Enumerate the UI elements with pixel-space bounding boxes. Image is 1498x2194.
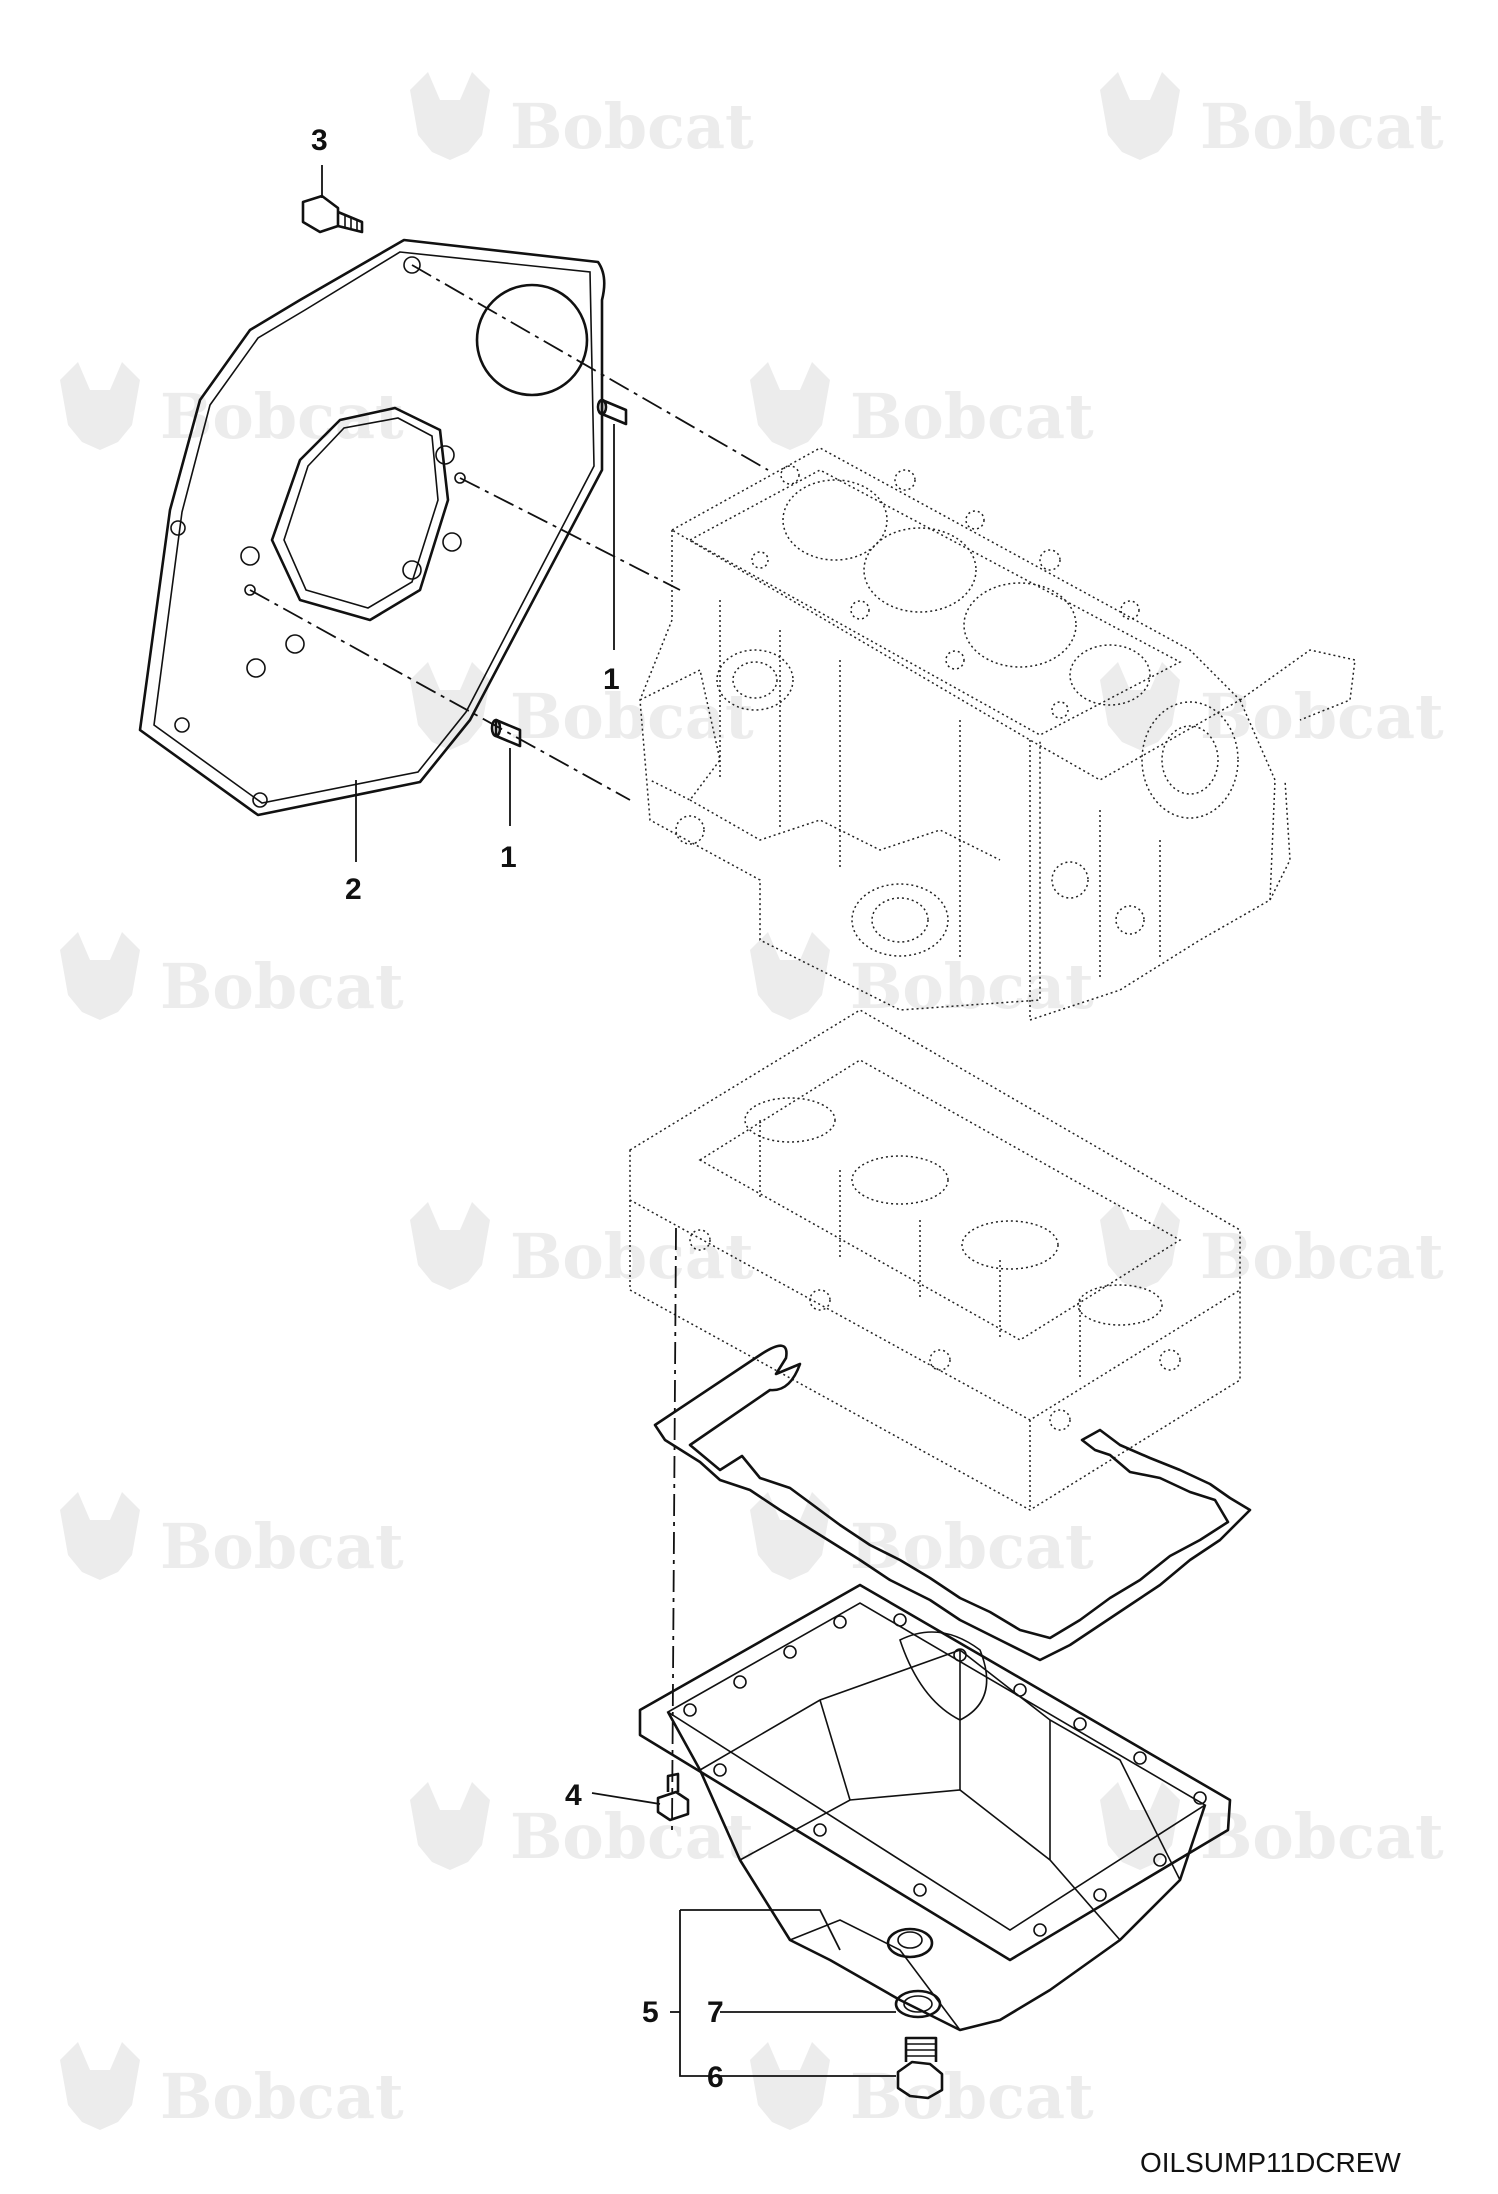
callout-4: 4 <box>565 1779 582 1812</box>
watermark-registered-mark: ® <box>1400 135 1411 151</box>
watermark-text: Bobcat <box>510 680 754 753</box>
bobcat-logo-icon <box>410 662 490 750</box>
bobcat-logo-icon <box>750 2042 830 2130</box>
watermark-text: Bobcat <box>1200 1800 1444 1873</box>
bobcat-logo-icon <box>1100 1202 1180 1290</box>
watermark-text: Bobcat <box>160 2060 404 2133</box>
watermark-registered-mark: ® <box>1400 725 1411 741</box>
watermark-text: Bobcat <box>510 1800 754 1873</box>
watermark-text: Bobcat <box>1200 90 1444 163</box>
watermark-text: Bobcat <box>850 1510 1094 1583</box>
bobcat-logo-icon <box>60 2042 140 2130</box>
watermark-text: Bobcat <box>510 1220 754 1293</box>
bobcat-logo-icon <box>1100 1782 1180 1870</box>
watermark-text: Bobcat <box>160 1510 404 1583</box>
bobcat-logo-icon <box>750 362 830 450</box>
watermark-text: Bobcat <box>850 950 1094 1023</box>
callout-7: 7 <box>707 1996 724 2029</box>
watermark-registered-mark: ® <box>710 135 721 151</box>
bobcat-watermark: Bobcat® <box>60 1492 404 1583</box>
alignment-centerlines <box>249 264 769 1831</box>
watermark-registered-mark: ® <box>710 1845 721 1861</box>
bobcat-watermark: Bobcat® <box>60 932 404 1023</box>
callout-6: 6 <box>707 2061 724 2094</box>
watermark-registered-mark: ® <box>360 1555 371 1571</box>
watermark-registered-mark: ® <box>360 425 371 441</box>
bobcat-logo-icon <box>410 1202 490 1290</box>
callout-3: 3 <box>311 124 328 157</box>
bobcat-watermark: Bobcat® <box>750 1492 1094 1583</box>
drawing-code: OILSUMP11DCREW <box>1140 2147 1401 2178</box>
bobcat-watermark: Bobcat® <box>60 2042 404 2133</box>
drain-plug-part-6 <box>896 2036 944 2100</box>
bobcat-watermark: Bobcat® <box>750 362 1094 453</box>
bobcat-watermark: Bobcat® <box>410 72 754 163</box>
bobcat-watermark: Bobcat® <box>410 1782 754 1873</box>
bobcat-logo-icon <box>750 932 830 1020</box>
watermark-text: Bobcat <box>850 380 1094 453</box>
bobcat-watermark: Bobcat® <box>750 932 1094 1023</box>
bobcat-watermark: Bobcat® <box>410 1202 754 1293</box>
bobcat-watermark: Bobcat® <box>60 362 404 453</box>
bolt-part-4 <box>656 1772 690 1822</box>
callout-2: 2 <box>345 873 362 906</box>
watermark-registered-mark: ® <box>1050 2105 1061 2121</box>
callout-5: 5 <box>642 1996 659 2029</box>
oil-pan-gasket <box>653 1344 1252 1662</box>
bearing-frame-reference <box>629 1009 1241 1511</box>
bobcat-logo-icon <box>410 1782 490 1870</box>
watermark-text: Bobcat <box>160 950 404 1023</box>
watermark-layer: Bobcat®Bobcat®Bobcat®Bobcat®Bobcat®Bobca… <box>60 72 1444 2133</box>
engine-block-reference <box>639 447 1356 1022</box>
bobcat-watermark: Bobcat® <box>1100 1782 1444 1873</box>
bobcat-watermark: Bobcat® <box>1100 72 1444 163</box>
bobcat-logo-icon <box>1100 72 1180 160</box>
watermark-text: Bobcat <box>850 2060 1094 2133</box>
watermark-registered-mark: ® <box>1050 425 1061 441</box>
bobcat-logo-icon <box>750 1492 830 1580</box>
bobcat-logo-icon <box>1100 662 1180 750</box>
watermark-registered-mark: ® <box>1400 1265 1411 1281</box>
bobcat-logo-icon <box>60 362 140 450</box>
watermark-registered-mark: ® <box>1050 1555 1061 1571</box>
bobcat-watermark: Bobcat® <box>410 662 754 753</box>
seal-washer-part-7 <box>894 1989 942 2019</box>
callout-1-lower: 1 <box>500 841 517 874</box>
watermark-text: Bobcat <box>1200 680 1444 753</box>
watermark-registered-mark: ® <box>360 995 371 1011</box>
watermark-registered-mark: ® <box>710 725 721 741</box>
dowel-pin-upper <box>596 398 628 426</box>
flywheel-housing-plate <box>138 238 606 817</box>
bolt-part-3 <box>301 194 364 234</box>
callout-1-upper: 1 <box>603 663 620 696</box>
bobcat-watermark: Bobcat® <box>1100 662 1444 753</box>
watermark-registered-mark: ® <box>710 1265 721 1281</box>
watermark-registered-mark: ® <box>1050 995 1061 1011</box>
bobcat-logo-icon <box>410 72 490 160</box>
watermark-text: Bobcat <box>510 90 754 163</box>
bobcat-logo-icon <box>60 1492 140 1580</box>
watermark-registered-mark: ® <box>360 2105 371 2121</box>
bobcat-logo-icon <box>60 932 140 1020</box>
bobcat-watermark: Bobcat® <box>1100 1202 1444 1293</box>
watermark-registered-mark: ® <box>1400 1845 1411 1861</box>
watermark-text: Bobcat <box>1200 1220 1444 1293</box>
leader-lines <box>321 165 896 2077</box>
bobcat-watermark: Bobcat® <box>750 2042 1094 2133</box>
